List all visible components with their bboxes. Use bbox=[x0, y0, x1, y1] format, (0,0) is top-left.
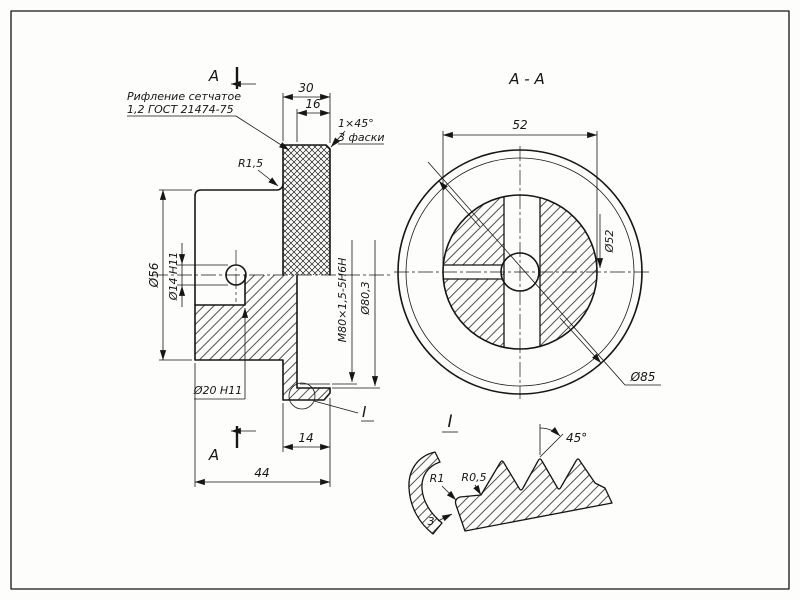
section-centerlines bbox=[394, 146, 651, 399]
dim-outer-diameter: Ø85 bbox=[427, 161, 661, 386]
dim-tooth-angle-text: 45° bbox=[566, 431, 587, 445]
dim-total-length: 44 bbox=[194, 363, 331, 487]
chamfer-count-text: 3 фаски bbox=[338, 131, 384, 144]
dim-total-length-text: 44 bbox=[254, 466, 269, 480]
section-mark-top: А bbox=[208, 67, 256, 89]
front-view: Ø56 Ø14 Н11 Ø20 Н11 30 16 1×45° 3 фаски bbox=[127, 67, 390, 487]
leader-line bbox=[235, 115, 290, 151]
dim-bore-text: Ø20 Н11 bbox=[193, 384, 242, 397]
dim-body-diameter: Ø56 bbox=[147, 189, 192, 361]
knurl-surface bbox=[283, 145, 330, 275]
extension-lines bbox=[282, 93, 331, 143]
detail-callout-circle bbox=[288, 382, 316, 410]
arrow-lower-right bbox=[559, 317, 602, 364]
section-mark-bottom: А bbox=[208, 426, 256, 464]
chamfer-size-text: 1×45° bbox=[338, 117, 374, 130]
dim-thread: М80×1,5-5Н6Н bbox=[332, 240, 357, 385]
bore-and-recess-edges bbox=[194, 274, 331, 389]
dim-tip-radius-text: R0,5 bbox=[461, 471, 486, 484]
dim-groove-width-text: 3 bbox=[428, 515, 435, 528]
dim-front-width-text: 14 bbox=[298, 431, 313, 445]
dim-recess-depth-text: 16 bbox=[305, 97, 321, 111]
extension-lines bbox=[442, 131, 598, 266]
detail-view-label: I bbox=[447, 412, 452, 432]
dim-bore: Ø20 Н11 bbox=[193, 307, 249, 400]
dim-hub-width-text: 52 bbox=[512, 118, 527, 132]
leader-line bbox=[330, 130, 346, 148]
arrow-upper-left bbox=[438, 180, 481, 228]
chamfer-note: 1×45° 3 фаски bbox=[330, 117, 384, 148]
section-hatch-lower bbox=[195, 275, 330, 400]
leader-line bbox=[313, 400, 359, 414]
dim-flange-width-text: 30 bbox=[298, 81, 314, 95]
leader-line bbox=[437, 513, 453, 522]
knurl-note-line2: 1,2 ГОСТ 21474-75 bbox=[127, 103, 234, 116]
angle-legs bbox=[539, 424, 564, 458]
dim-groove-width: 3 bbox=[428, 513, 453, 528]
dim-hub-width: 52 bbox=[442, 118, 598, 266]
dim-tip-radius: R0,5 bbox=[461, 471, 487, 496]
rim-section bbox=[408, 451, 443, 535]
leader-line bbox=[257, 169, 279, 187]
dim-root-radius: R1 bbox=[430, 472, 457, 501]
dim-recess-diameter-text: Ø80,3 bbox=[359, 281, 372, 315]
fillet-radius-text: R1,5 bbox=[238, 157, 263, 170]
detail-view: I 45° R1 R0,5 3 bbox=[408, 412, 613, 535]
dim-cross-hole: Ø14 Н11 bbox=[167, 243, 228, 307]
knurl-teeth-section bbox=[454, 458, 613, 532]
cross-hole-slot-edges bbox=[444, 264, 502, 280]
section-view: А - А 52 Ø52 Ø85 bbox=[394, 70, 661, 399]
dim-root-radius-text: R1 bbox=[430, 472, 445, 485]
section-letter-top: А bbox=[208, 67, 219, 85]
dim-body-diameter-text: Ø56 bbox=[147, 262, 161, 288]
diameter-line bbox=[427, 161, 626, 386]
knurl-note-line1: Рифление сетчатое bbox=[127, 90, 241, 103]
detail-callout-text: I bbox=[362, 403, 367, 421]
section-letter-bottom: А bbox=[208, 446, 219, 464]
dim-recess-diameter: Ø80,3 bbox=[332, 240, 380, 389]
dim-thread-text: М80×1,5-5Н6Н bbox=[336, 258, 349, 343]
extension-lines bbox=[282, 398, 331, 487]
leader-line bbox=[441, 485, 457, 501]
dim-recess-depth: 16 bbox=[296, 97, 331, 142]
angle-arc bbox=[539, 426, 561, 437]
fillet-note: R1,5 bbox=[238, 157, 279, 187]
lower-outline bbox=[194, 274, 331, 401]
dim-front-width: 14 bbox=[282, 398, 331, 487]
knurl-note: Рифление сетчатое 1,2 ГОСТ 21474-75 bbox=[127, 90, 290, 151]
dim-hub-diameter: Ø52 bbox=[596, 214, 616, 269]
dim-cross-hole-text: Ø14 Н11 bbox=[167, 252, 180, 301]
dim-hub-diameter-text: Ø52 bbox=[603, 230, 616, 254]
dim-tooth-angle: 45° bbox=[539, 424, 587, 458]
drawing-frame bbox=[10, 10, 790, 590]
leader-line bbox=[473, 484, 482, 496]
cross-hole bbox=[225, 264, 247, 286]
detail-callout: I bbox=[288, 382, 374, 422]
dim-flange-width: 30 bbox=[282, 81, 331, 143]
dim-outer-diameter-text: Ø85 bbox=[630, 370, 656, 384]
upper-outline bbox=[194, 144, 331, 276]
extension-lines bbox=[177, 264, 228, 286]
section-view-title: А - А bbox=[508, 70, 544, 88]
